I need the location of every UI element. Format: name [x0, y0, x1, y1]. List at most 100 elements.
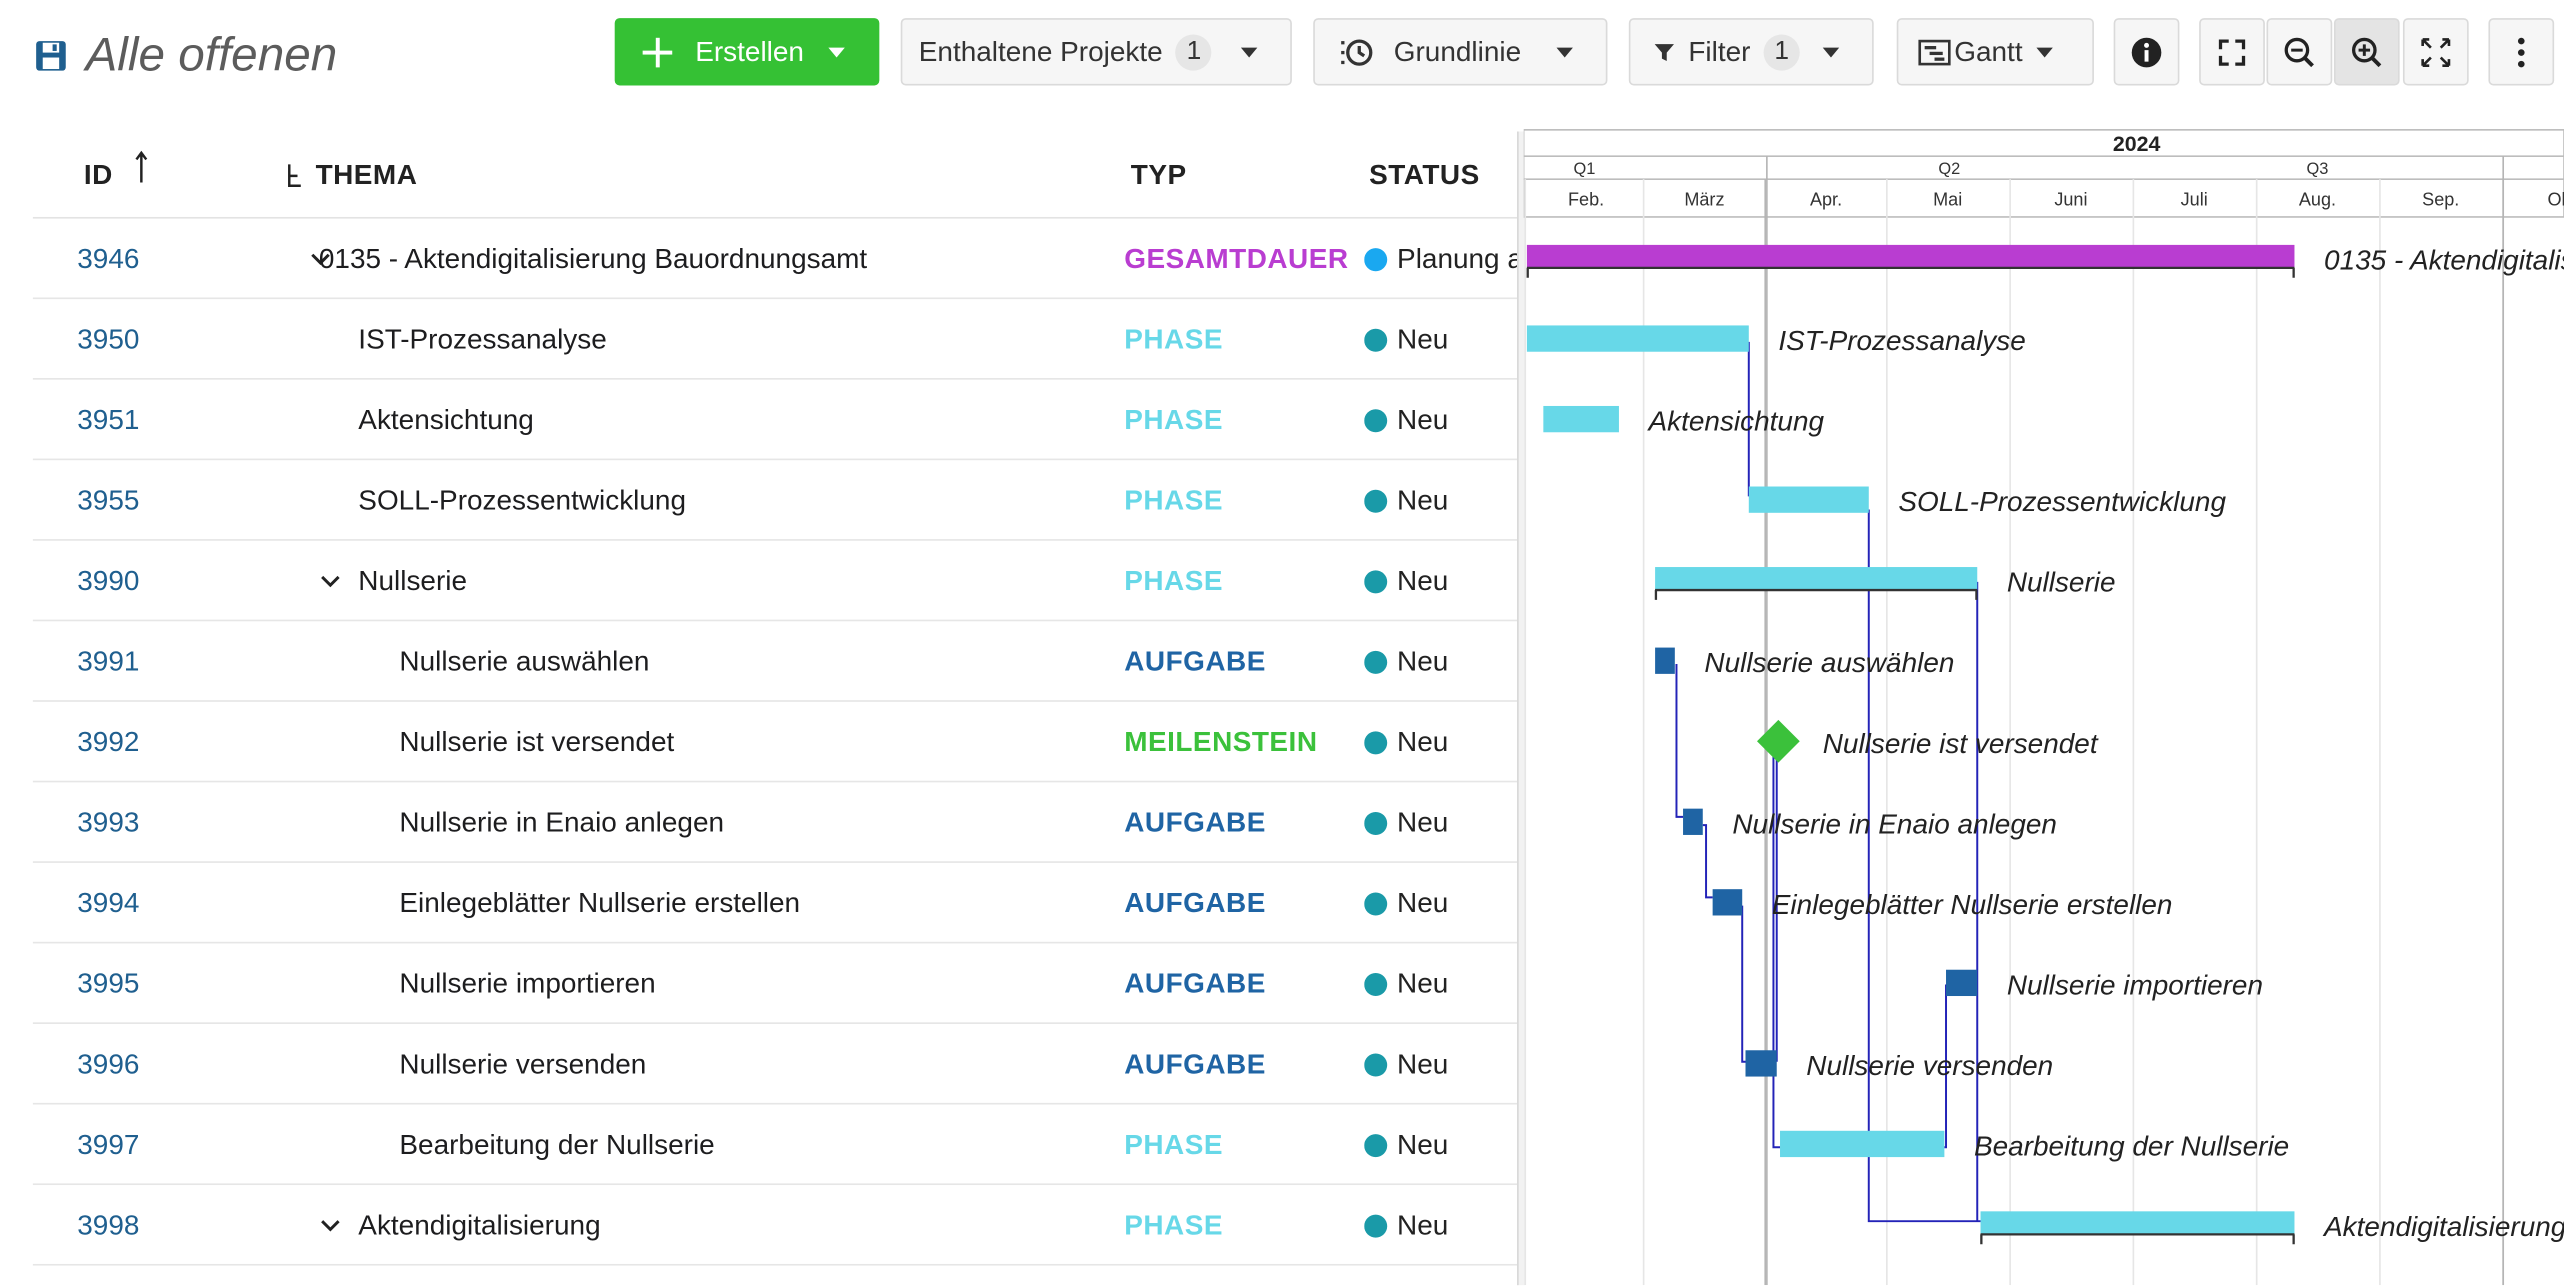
row-subject[interactable]: Nullserie ist versendet	[399, 726, 675, 758]
row-subject[interactable]: SOLL-Prozessentwicklung	[358, 484, 686, 517]
row-status[interactable]: Neu	[1364, 702, 1517, 783]
gantt-summary-bar[interactable]	[1980, 1211, 2295, 1235]
split-resize-handle[interactable]	[1517, 131, 1526, 1286]
zoom-out-button[interactable]	[2266, 18, 2333, 86]
row-id-link[interactable]: 3994	[77, 887, 140, 919]
gantt-summary-bracket	[1654, 588, 1978, 600]
row-id-link[interactable]: 3990	[77, 565, 140, 597]
gantt-milestone[interactable]	[1757, 719, 1800, 763]
row-status[interactable]: Neu	[1364, 1024, 1517, 1105]
gantt-summary-bar[interactable]	[1526, 244, 2295, 268]
gantt-bar[interactable]	[1748, 486, 1869, 513]
gantt-bar[interactable]	[1526, 325, 1749, 352]
gantt-bar[interactable]	[1543, 405, 1619, 433]
table-row[interactable]: 3946 0135 - Aktendigitalisierung Bauordn…	[32, 219, 1518, 300]
row-subject[interactable]: Nullserie auswählen	[399, 645, 650, 678]
gantt-task-bar[interactable]	[1655, 647, 1675, 674]
column-header-id[interactable]: ID	[84, 131, 148, 218]
row-subject[interactable]: 0135 - Aktendigitalisierung Bauordnungsa…	[318, 243, 868, 275]
table-row[interactable]: 3991 Nullserie auswählen AUFGABE Neu	[32, 621, 1518, 702]
row-status[interactable]: Planung abgeschlossen	[1364, 219, 1517, 300]
table-row[interactable]: 3955 SOLL-Prozessentwicklung PHASE Neu	[32, 460, 1518, 541]
row-subject[interactable]: Nullserie	[358, 565, 468, 597]
row-id-link[interactable]: 3951	[77, 404, 140, 436]
table-row[interactable]: 3995 Nullserie importieren AUFGABE Neu	[32, 943, 1518, 1024]
column-header-status[interactable]: STATUS	[1369, 159, 1480, 191]
row-status[interactable]: Neu	[1364, 943, 1517, 1024]
table-row[interactable]: 3994 Einlegeblätter Nullserie erstellen …	[32, 863, 1518, 944]
table-row[interactable]: 3997 Bearbeitung der Nullserie PHASE Neu	[32, 1104, 1518, 1186]
row-id-link[interactable]: 3997	[77, 1129, 140, 1161]
expand-arrows-icon	[2421, 37, 2451, 67]
gantt-task-bar[interactable]	[1946, 969, 1978, 997]
gantt-summary-bar[interactable]	[1655, 567, 1978, 591]
status-dot	[1364, 248, 1388, 272]
row-status[interactable]: Neu	[1364, 621, 1517, 702]
gantt-bar-label: Nullserie	[2007, 567, 2116, 598]
filter-button[interactable]: Filter 1	[1628, 18, 1874, 86]
chevron-down-icon	[1240, 46, 1258, 57]
row-status[interactable]: Neu	[1364, 299, 1517, 380]
row-subject[interactable]: Nullserie importieren	[399, 968, 656, 1000]
row-status[interactable]: Neu	[1364, 1185, 1517, 1266]
row-status[interactable]: Neu	[1364, 380, 1517, 461]
baseline-button[interactable]: Grundlinie	[1313, 18, 1608, 86]
fullscreen-button[interactable]	[2199, 18, 2265, 86]
table-row[interactable]: 3998 Aktendigitalisierung PHASE Neu	[32, 1185, 1518, 1266]
info-button[interactable]	[2113, 18, 2180, 86]
more-button[interactable]	[2488, 18, 2555, 86]
column-header-type[interactable]: TYP	[1130, 159, 1187, 191]
row-status-label: Neu	[1397, 726, 1449, 758]
timeline-month: März	[1684, 189, 1724, 209]
row-status[interactable]: Neu	[1364, 460, 1517, 541]
timeline-month: Feb.	[1568, 189, 1604, 209]
zoom-in-button[interactable]	[2333, 18, 2400, 86]
gantt-bar-label: Nullserie importieren	[2007, 969, 2263, 1000]
row-subject[interactable]: Nullserie versenden	[399, 1048, 647, 1080]
row-id-link[interactable]: 3995	[77, 968, 140, 1000]
view-mode-button[interactable]: Gantt	[1896, 18, 2094, 86]
row-id-link[interactable]: 3955	[77, 484, 140, 517]
row-id-link[interactable]: 3992	[77, 726, 140, 758]
gantt-task-bar[interactable]	[1745, 1050, 1777, 1077]
table-row[interactable]: 3950 IST-Prozessanalyse PHASE Neu	[32, 299, 1518, 380]
row-type: MEILENSTEIN	[1124, 726, 1318, 758]
table-row[interactable]: 3996 Nullserie versenden AUFGABE Neu	[32, 1024, 1518, 1105]
gantt-task-bar[interactable]	[1712, 889, 1743, 916]
create-button[interactable]: Erstellen	[614, 18, 880, 86]
hierarchy-icon[interactable]	[284, 163, 304, 193]
chevron-down-icon[interactable]	[319, 1215, 342, 1238]
row-subject[interactable]: Bearbeitung der Nullserie	[399, 1129, 715, 1161]
table-row[interactable]: 3993 Nullserie in Enaio anlegen AUFGABE …	[32, 782, 1518, 863]
table-row[interactable]: 3992 Nullserie ist versendet MEILENSTEIN…	[32, 702, 1518, 783]
row-id-link[interactable]: 3946	[77, 243, 140, 275]
row-status[interactable]: Neu	[1364, 541, 1517, 622]
row-subject[interactable]: IST-Prozessanalyse	[358, 323, 607, 356]
save-icon[interactable]	[33, 38, 69, 74]
row-status[interactable]: Neu	[1364, 863, 1517, 944]
timeline-year: 2024	[2113, 132, 2161, 156]
row-id-link[interactable]: 3993	[77, 807, 140, 839]
status-dot	[1364, 811, 1388, 835]
row-subject[interactable]: Aktensichtung	[358, 404, 534, 436]
projects-button[interactable]: Enthaltene Projekte 1	[900, 18, 1292, 86]
gantt-task-bar[interactable]	[1683, 808, 1703, 835]
chevron-down-icon[interactable]	[309, 248, 332, 271]
chevron-down-icon[interactable]	[319, 570, 342, 593]
row-id-link[interactable]: 3998	[77, 1209, 140, 1241]
zoom-auto-button[interactable]	[2402, 18, 2469, 86]
table-row[interactable]: 3990 Nullserie PHASE Neu	[32, 541, 1518, 622]
row-id-link[interactable]: 3996	[77, 1048, 140, 1080]
row-id-link[interactable]: 3950	[77, 323, 140, 356]
row-status[interactable]: Neu	[1364, 1104, 1517, 1185]
table-row[interactable]: 3951 Aktensichtung PHASE Neu	[32, 380, 1518, 461]
row-subject[interactable]: Aktendigitalisierung	[358, 1209, 601, 1241]
row-status[interactable]: Neu	[1364, 782, 1517, 863]
title-area: Alle offenen	[33, 23, 337, 89]
row-status-label: Neu	[1397, 645, 1449, 678]
column-header-subject[interactable]: THEMA	[315, 159, 418, 191]
gantt-bar[interactable]	[1780, 1130, 1945, 1158]
row-id-link[interactable]: 3991	[77, 645, 140, 678]
row-subject[interactable]: Nullserie in Enaio anlegen	[399, 807, 725, 839]
row-subject[interactable]: Einlegeblätter Nullserie erstellen	[399, 887, 801, 919]
